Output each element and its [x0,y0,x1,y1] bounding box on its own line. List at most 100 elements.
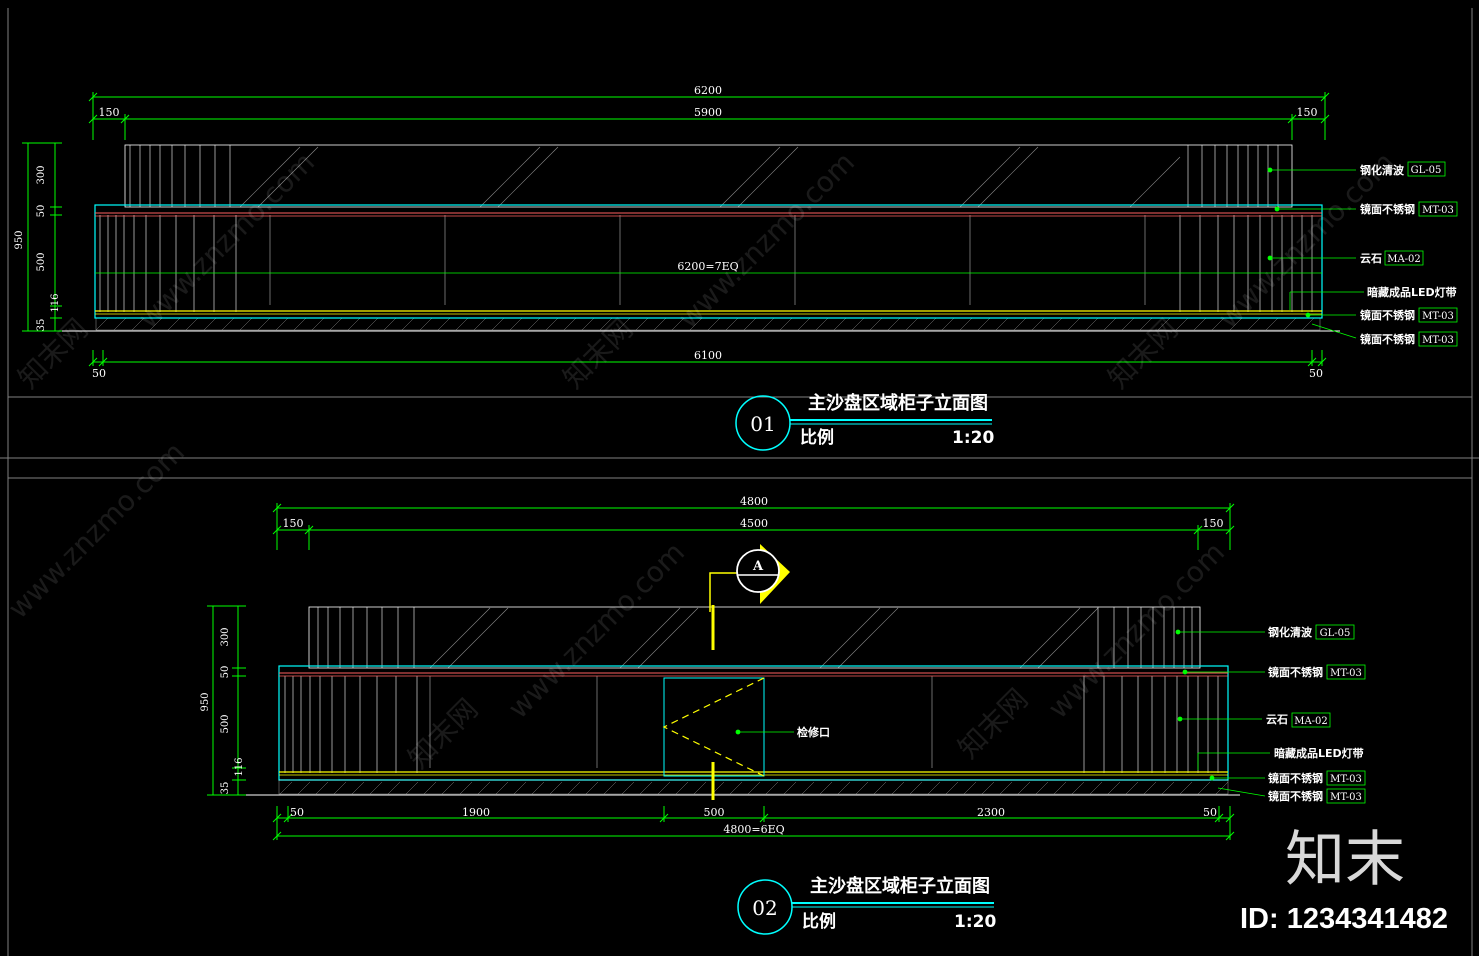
e2-dim-left: 150 [283,517,304,530]
e2-mat-6-name: 镜面不锈钢 [1268,789,1323,803]
e2-view-number: 02 [752,896,777,920]
e1-vdim-top: 300 [36,165,47,184]
e1-vdim-base: 35 [36,319,47,332]
e1-dim-middle: 5900 [694,106,722,119]
e2-vdim-top: 300 [220,627,231,646]
e2-material-labels: 钢化清波 GL-05 镜面不锈钢 MT-03 云石 MA-02 暗藏成品LED灯… [1266,624,1366,804]
brand-area: 知末 ID: 1234341482 [1240,825,1448,935]
e2-mat-2-code: MT-03 [1330,668,1362,679]
e1-dim-overall: 6200 [694,84,722,97]
e1-scale-label: 比例 [800,427,834,448]
e2-mat-1-code: GL-05 [1320,628,1351,639]
e2-mat-1-name: 钢化清波 [1268,625,1313,639]
e2-glass-reflections [429,607,1099,669]
e1-bdim-left: 50 [92,367,106,380]
e1-scale-value: 1:20 [952,428,994,448]
elevation-1: 6200 150 5900 150 950 300 50 500 116 35 … [14,84,1458,451]
e2-mat-2-name: 镜面不锈钢 [1268,665,1323,679]
e2-mat-4-name: 暗藏成品LED灯带 [1274,746,1364,760]
e1-vdim-band: 50 [36,205,47,218]
e1-mat-6-name: 镜面不锈钢 [1360,332,1415,346]
e2-mat-5-code: MT-03 [1330,774,1362,785]
e2-dim-right: 150 [1203,517,1224,530]
brand-id: ID: 1234341482 [1240,903,1448,935]
e2-vdim-base: 35 [220,782,231,795]
e1-mat-3-code: MA-02 [1387,254,1421,265]
e2-base-outline [278,779,1229,795]
e2-material-leaders [1175,629,1270,797]
e1-mat-4-name: 暗藏成品LED灯带 [1367,285,1457,299]
e2-bdim-seg3: 2300 [977,806,1005,819]
e2-scale-label: 比例 [802,911,836,932]
e1-top-dimensions [88,92,1330,140]
e2-section-letter: A [752,559,764,574]
e2-mat-5-name: 镜面不锈钢 [1268,771,1323,785]
e1-dim-left: 150 [99,106,120,119]
e1-material-labels: 钢化清波 GL-05 镜面不锈钢 MT-03 云石 MA-02 暗藏成品LED灯… [1360,161,1458,347]
watermark-2: www.znzmo.com [672,146,861,335]
watermark-name-1: 知末网 [12,312,95,395]
e1-base-diagonals [95,317,1315,331]
e2-access-leader [735,729,794,735]
drawing-frame [0,8,1479,956]
e1-eq-label: 6200=7EQ [677,260,738,273]
e1-bdim-right: 50 [1309,367,1323,380]
e2-top-dimensions [272,503,1235,550]
e2-mat-3-name: 云石 [1266,713,1288,726]
e1-dim-right: 150 [1297,106,1318,119]
e2-drawing-title: 主沙盘区域柜子立面图 [810,875,990,897]
elevation-2: 检修口 A 4800 150 4500 150 [200,495,1366,935]
e1-mat-5-code: MT-03 [1422,311,1454,322]
e1-mat-3-name: 云石 [1360,252,1382,265]
brand-logo: 知末 [1285,825,1405,895]
e2-base-diagonals [279,781,1229,795]
e1-material-leaders [1267,167,1364,339]
watermark-5: www.znzmo.com [502,536,691,725]
e2-vdim-total: 950 [200,692,211,711]
e2-section-marker: A [709,544,790,800]
watermark-4: www.znzmo.com [2,436,191,625]
e1-view-number: 01 [750,412,775,436]
e1-mat-2-name: 镜面不锈钢 [1360,202,1415,216]
e2-scale-value: 1:20 [954,912,996,932]
e2-vdim-band: 50 [220,666,231,679]
e1-bottom-dimensions [88,350,1327,367]
e1-glass-reflections [239,146,1181,208]
e2-dim-overall: 4800 [740,495,768,508]
e1-mat-6-code: MT-03 [1422,335,1454,346]
watermark-name-4: 知末网 [402,692,485,775]
e2-title-block: 02 主沙盘区域柜子立面图 比例 1:20 [737,875,996,935]
watermark-name-2: 知末网 [557,312,640,395]
e2-hatch-left [284,607,418,773]
e1-drawing-title: 主沙盘区域柜子立面图 [808,392,988,414]
e1-bdim-middle: 6100 [694,349,722,362]
e1-hatch-left [99,145,237,312]
e2-mat-3-code: MA-02 [1294,716,1328,727]
e1-vdim-plinth: 116 [50,293,61,312]
e1-mat-1-name: 钢化清波 [1360,163,1405,177]
watermark-name-5: 知末网 [952,682,1035,765]
e2-vdim-plinth: 116 [234,757,245,776]
e2-panel-dividers [429,676,933,768]
e1-mat-5-name: 镜面不锈钢 [1360,308,1415,322]
e2-dim-middle: 4500 [740,517,768,530]
e1-glass-top-outline [124,144,1293,208]
e2-access-door [662,677,765,777]
e1-panel-dividers [269,215,1146,305]
e2-hatch-right [1083,607,1219,773]
e2-vdim-body: 500 [220,714,231,733]
e2-glass-top-outline [308,606,1201,669]
e2-access-label: 检修口 [797,725,830,739]
watermark-3: www.znzmo.com [1212,146,1401,335]
watermark-name-3: 知末网 [1102,312,1185,395]
e2-bdim-seg2: 500 [704,806,725,819]
e1-vdim-body: 500 [36,252,47,271]
e1-hatch-right [1179,145,1313,312]
e1-cabinet-body-outline [94,204,1323,319]
e1-view-badge [735,395,791,451]
e2-bdim-eq: 4800=6EQ [723,823,784,836]
e1-title-block: 01 主沙盘区域柜子立面图 比例 1:20 [735,392,994,451]
e2-bdim-right: 50 [1203,806,1217,819]
e1-vertical-dimensions [22,142,62,332]
